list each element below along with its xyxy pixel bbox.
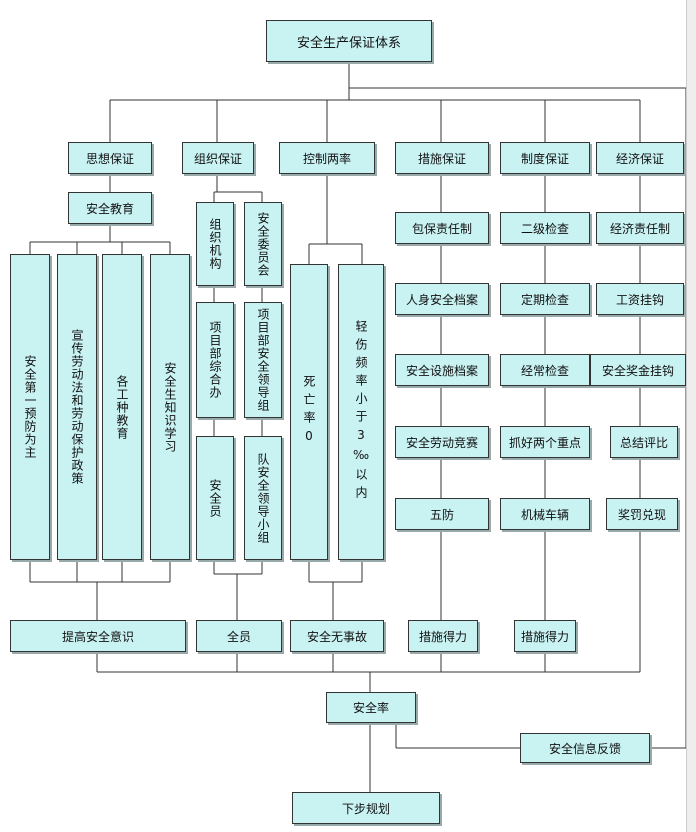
thought-result-box: 提高安全意识 xyxy=(10,620,186,652)
feedback-box: 安全信息反馈 xyxy=(520,733,650,763)
economic-item-4: 总结评比 xyxy=(610,426,678,458)
org-right-2: 项目部安全领导组 xyxy=(244,302,282,418)
category-org: 组织保证 xyxy=(182,142,254,174)
economic-item-3: 安全奖金挂钩 xyxy=(590,354,686,386)
next-plan-box: 下步规划 xyxy=(292,792,440,824)
org-result-box: 全员 xyxy=(196,620,282,652)
economic-item-5: 奖罚兑现 xyxy=(606,498,678,530)
death-rate-label: 死亡率0 xyxy=(302,375,316,449)
injury-rate-box: 轻伤频率小于3‰以内 xyxy=(338,264,384,560)
measures-item-5: 五防 xyxy=(395,498,489,530)
thought-item-label: 安全生知识学习 xyxy=(163,361,177,453)
org-left-2: 项目部综合办 xyxy=(196,302,234,418)
system-item-5: 机械车辆 xyxy=(500,498,590,530)
system-item-3: 经常检查 xyxy=(500,354,590,386)
thought-item-label: 安全第一预防为主 xyxy=(23,355,37,459)
org-label: 项目部综合办 xyxy=(208,321,222,399)
org-label: 队安全领导小组 xyxy=(256,452,270,544)
safety-rate-box: 安全率 xyxy=(326,692,416,723)
measures-item-1: 包保责任制 xyxy=(395,212,489,244)
category-thought: 思想保证 xyxy=(68,142,152,174)
category-measures: 措施保证 xyxy=(395,142,489,174)
system-item-2: 定期检查 xyxy=(500,283,590,315)
measures-result-box: 措施得力 xyxy=(408,620,478,652)
org-left-1: 组织机构 xyxy=(196,202,234,286)
thought-item-2: 宣传劳动法和劳动保护政策 xyxy=(57,254,97,560)
economic-item-1: 经济责任制 xyxy=(596,212,684,244)
title-box: 安全生产保证体系 xyxy=(266,20,432,62)
org-label: 项目部安全领导组 xyxy=(256,308,270,412)
org-right-1: 安全委员会 xyxy=(244,202,282,286)
category-control: 控制两率 xyxy=(279,142,375,174)
org-label: 安全员 xyxy=(208,478,222,518)
measures-item-3: 安全设施档案 xyxy=(395,354,489,386)
injury-rate-label: 轻伤频率小于3‰以内 xyxy=(354,320,368,504)
thought-item-label: 宣传劳动法和劳动保护政策 xyxy=(70,329,84,485)
measures-item-2: 人身安全档案 xyxy=(395,283,489,315)
category-economic: 经济保证 xyxy=(596,142,684,174)
thought-item-4: 安全生知识学习 xyxy=(150,254,190,560)
thought-item-label: 各工种教育 xyxy=(115,374,129,440)
measures-item-4: 安全劳动竞赛 xyxy=(395,426,489,458)
thought-item-3: 各工种教育 xyxy=(102,254,142,560)
org-left-3: 安全员 xyxy=(196,436,234,560)
scrollbar-track[interactable] xyxy=(686,0,696,832)
safety-education-box: 安全教育 xyxy=(68,192,152,224)
system-item-1: 二级检查 xyxy=(500,212,590,244)
economic-item-2: 工资挂钩 xyxy=(596,283,684,315)
org-label: 组织机构 xyxy=(208,218,222,270)
system-item-4: 抓好两个重点 xyxy=(500,426,590,458)
org-right-3: 队安全领导小组 xyxy=(244,436,282,560)
category-system: 制度保证 xyxy=(500,142,590,174)
death-rate-box: 死亡率0 xyxy=(290,264,328,560)
thought-item-1: 安全第一预防为主 xyxy=(10,254,50,560)
org-label: 安全委员会 xyxy=(256,211,270,277)
control-result-box: 安全无事故 xyxy=(290,620,384,652)
system-result-box: 措施得力 xyxy=(514,620,576,652)
